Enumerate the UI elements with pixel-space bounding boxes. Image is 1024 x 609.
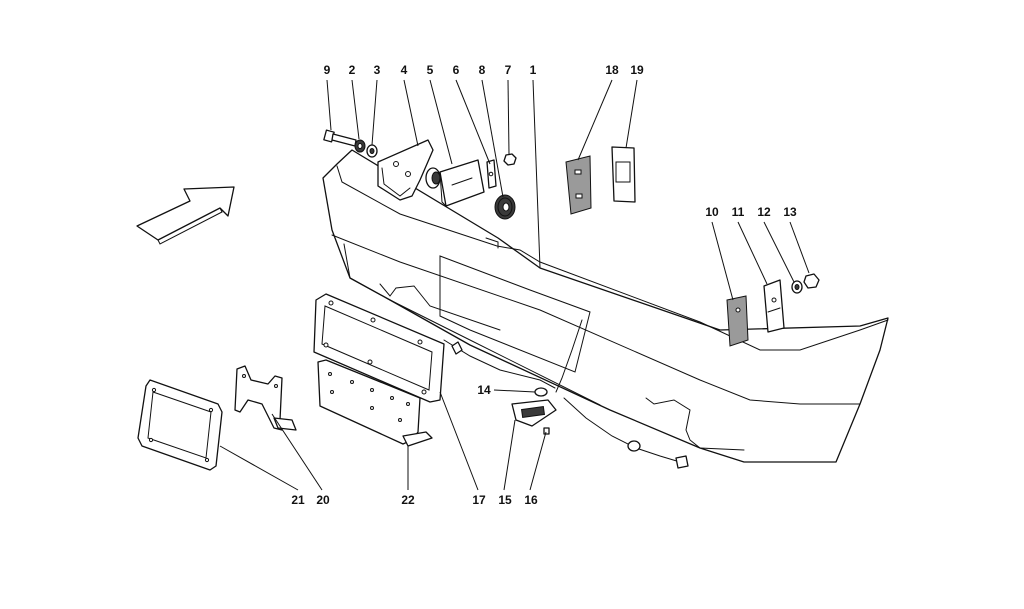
callout-labels: 9 2 3 4 5 6 8 7 1 18 19 10 11 12 13 14 2… <box>291 63 797 507</box>
callout-11: 11 <box>732 205 745 219</box>
callout-20: 20 <box>316 493 330 507</box>
callout-8: 8 <box>479 63 486 77</box>
callout-2: 2 <box>349 63 356 77</box>
callout-22: 22 <box>401 493 415 507</box>
callout-19: 19 <box>630 63 644 77</box>
callout-3: 3 <box>374 63 381 77</box>
leader-lines <box>219 79 810 491</box>
callout-7: 7 <box>505 63 512 77</box>
bracket-plate <box>439 159 485 207</box>
callout-13: 13 <box>783 205 797 219</box>
rubber-buffer <box>425 167 441 189</box>
small-plate <box>486 159 497 189</box>
plate-lamp <box>511 387 557 435</box>
plate-gasket <box>313 293 445 403</box>
right-washer <box>791 280 803 294</box>
callout-5: 5 <box>427 63 434 77</box>
gasket-block <box>565 155 592 215</box>
mounting-bracket <box>377 139 434 201</box>
callout-12: 12 <box>757 205 771 219</box>
spring-clip <box>611 146 636 203</box>
right-nut <box>803 273 820 289</box>
right-plate <box>763 279 785 333</box>
toothed-washer <box>494 194 516 220</box>
callout-9: 9 <box>324 63 331 77</box>
bolt-and-washers <box>323 129 378 158</box>
callout-6: 6 <box>453 63 460 77</box>
license-plate-mount <box>317 359 433 447</box>
callout-4: 4 <box>401 63 408 77</box>
callout-10: 10 <box>705 205 719 219</box>
outer-plate-frame <box>137 379 223 471</box>
callout-17: 17 <box>472 493 486 507</box>
direction-arrow <box>136 186 235 245</box>
callout-16: 16 <box>524 493 538 507</box>
plate-bracket <box>234 365 297 431</box>
callout-21: 21 <box>291 493 305 507</box>
right-pad <box>726 295 749 347</box>
callout-18: 18 <box>605 63 619 77</box>
hex-nut <box>503 153 517 166</box>
callout-15: 15 <box>498 493 512 507</box>
callout-1: 1 <box>530 63 537 77</box>
callout-14: 14 <box>477 383 491 397</box>
wiring-harness <box>443 319 689 469</box>
